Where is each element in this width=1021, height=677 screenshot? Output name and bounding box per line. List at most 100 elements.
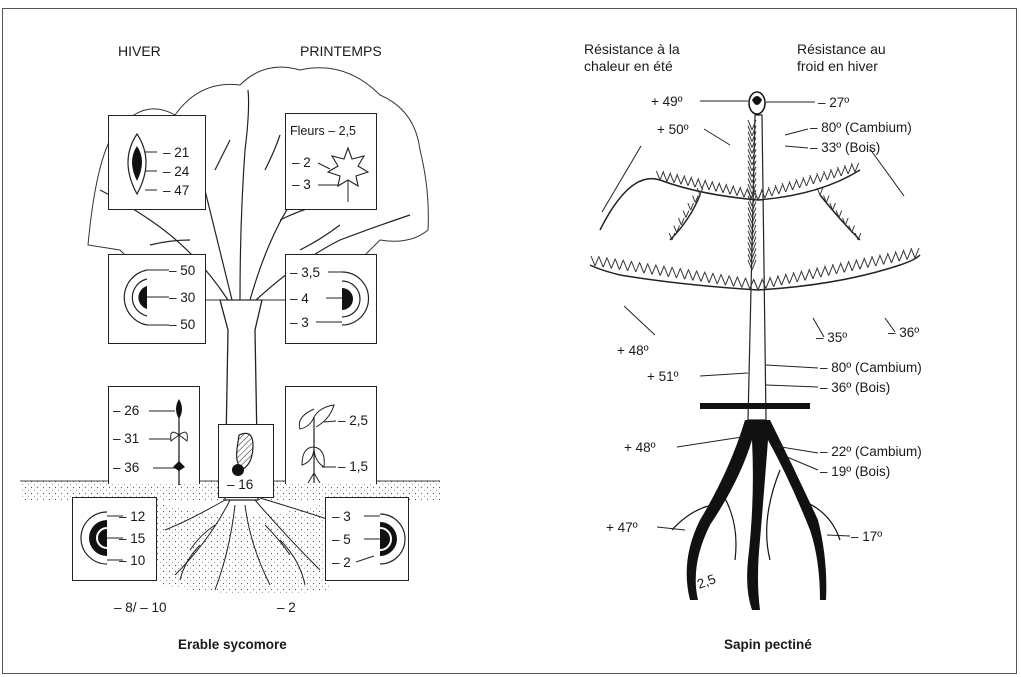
fir-needle bbox=[712, 182, 716, 191]
fir-needle bbox=[782, 275, 786, 285]
fir-needle bbox=[701, 272, 705, 282]
fir-needle bbox=[793, 272, 797, 282]
label-trunk-heat: + 51º bbox=[647, 369, 679, 384]
soil-spring-value: – 2 bbox=[277, 600, 296, 615]
winter-bud-icon bbox=[109, 116, 207, 211]
cold-resistance-title: Résistance au froid en hiver bbox=[797, 41, 886, 75]
fir-needle bbox=[851, 163, 855, 172]
fir-needle bbox=[705, 181, 709, 190]
fir-needle bbox=[688, 177, 692, 186]
label-shoot-cambium: – 80º (Cambium) bbox=[810, 120, 912, 135]
fir-needle bbox=[611, 258, 615, 268]
fir-needle bbox=[705, 273, 709, 283]
fir-needle bbox=[684, 177, 688, 186]
fir-needle bbox=[697, 272, 701, 282]
branch-winter-value-1: – 50 bbox=[169, 263, 195, 278]
fir-needle bbox=[810, 175, 814, 184]
fir-needle bbox=[831, 169, 835, 178]
fir-needle bbox=[644, 263, 648, 273]
fir-needle bbox=[833, 203, 836, 210]
fir-needle bbox=[717, 274, 721, 284]
cold-title-line-1: Résistance au bbox=[797, 41, 886, 58]
fir-needle bbox=[667, 172, 671, 181]
seed-value: – 16 bbox=[227, 477, 253, 492]
label-shoot-wood: – 33º (Bois) bbox=[810, 140, 880, 155]
season-winter-heading: HIVER bbox=[118, 44, 161, 59]
box-spring-root: – 3 – 5 – 2 bbox=[325, 497, 409, 581]
root-winter-value-1: – 12 bbox=[119, 509, 145, 524]
fir-needle bbox=[603, 257, 607, 267]
fir-needle bbox=[813, 175, 817, 184]
fir-needle bbox=[817, 173, 821, 182]
fir-needle bbox=[691, 178, 695, 187]
fir-needle bbox=[721, 275, 725, 285]
fir-needle bbox=[723, 184, 727, 193]
fir-needle bbox=[824, 171, 828, 180]
fir-needle bbox=[660, 266, 664, 276]
branch-winter-value-3: – 50 bbox=[169, 317, 195, 332]
label-branch-heat: + 48º bbox=[617, 343, 649, 358]
fir-needle bbox=[803, 177, 807, 186]
fir-needle bbox=[713, 274, 717, 284]
fir-needle bbox=[709, 273, 713, 283]
fir-needle bbox=[683, 211, 686, 218]
fir-needle bbox=[820, 188, 823, 195]
fir-needle bbox=[673, 268, 677, 278]
fir-needle bbox=[746, 279, 750, 289]
fir-needle bbox=[668, 267, 672, 277]
fir-needle bbox=[820, 173, 824, 182]
fir-needle bbox=[807, 177, 811, 186]
fir-needle bbox=[730, 185, 734, 194]
fir-needle bbox=[840, 262, 844, 272]
fir-needle bbox=[709, 181, 713, 190]
fir-needle bbox=[733, 187, 737, 196]
fir-needle bbox=[826, 196, 829, 203]
fir-needle bbox=[825, 266, 829, 276]
fir-needle bbox=[632, 262, 636, 272]
caption-erable-sycomore: Erable sycomore bbox=[178, 637, 287, 652]
fir-needle bbox=[899, 251, 903, 261]
fir-needle bbox=[730, 276, 734, 286]
fir-needle bbox=[907, 250, 911, 260]
fir-needle bbox=[619, 260, 623, 270]
fir-needle bbox=[702, 180, 706, 189]
fir-needle bbox=[801, 270, 805, 280]
branch-section-spring-icon bbox=[286, 255, 378, 345]
box-winter-branch: – 50 – 30 – 50 bbox=[108, 254, 206, 344]
fir-needle bbox=[740, 188, 744, 197]
fir-needle bbox=[688, 203, 691, 210]
fir-needle bbox=[848, 165, 852, 174]
box-winter-root: – 12 – 15 – 10 bbox=[72, 497, 157, 581]
fir-needle bbox=[656, 266, 660, 276]
maple-leaf-icon bbox=[286, 114, 378, 211]
fir-needle bbox=[652, 264, 656, 274]
box-spring-bud: Fleurs – 2,5 – 2 – 3 bbox=[285, 113, 377, 210]
fir-needle bbox=[744, 188, 748, 197]
fir-needle bbox=[725, 275, 729, 285]
fir-needle bbox=[844, 165, 848, 174]
fir-needle bbox=[827, 171, 831, 180]
fir-needle bbox=[664, 267, 668, 277]
fir-needle bbox=[876, 256, 880, 266]
fir-needle bbox=[607, 258, 611, 268]
caption-sapin-pectine: Sapin pectiné bbox=[724, 637, 812, 652]
fir-needle bbox=[624, 261, 628, 271]
fir-needle bbox=[681, 175, 685, 184]
fir-needle bbox=[716, 182, 720, 191]
fir-needle bbox=[698, 180, 702, 189]
root-section-spring-icon bbox=[326, 498, 410, 582]
fir-needle bbox=[766, 278, 770, 288]
fir-needle bbox=[785, 274, 789, 284]
fir-needle bbox=[681, 269, 685, 279]
fir-needle bbox=[834, 169, 838, 178]
root-winter-value-2: – 15 bbox=[119, 531, 145, 546]
fir-needle bbox=[693, 270, 697, 280]
fir-needle bbox=[796, 179, 800, 188]
heat-resistance-title: Résistance à la chaleur en été bbox=[584, 41, 680, 75]
fir-needle bbox=[663, 172, 667, 181]
fir-needle bbox=[868, 258, 872, 268]
ground-bar bbox=[700, 403, 810, 409]
heat-title-line-2: chaleur en été bbox=[584, 58, 680, 75]
fir-needle bbox=[844, 262, 848, 272]
fir-needle bbox=[693, 196, 696, 203]
